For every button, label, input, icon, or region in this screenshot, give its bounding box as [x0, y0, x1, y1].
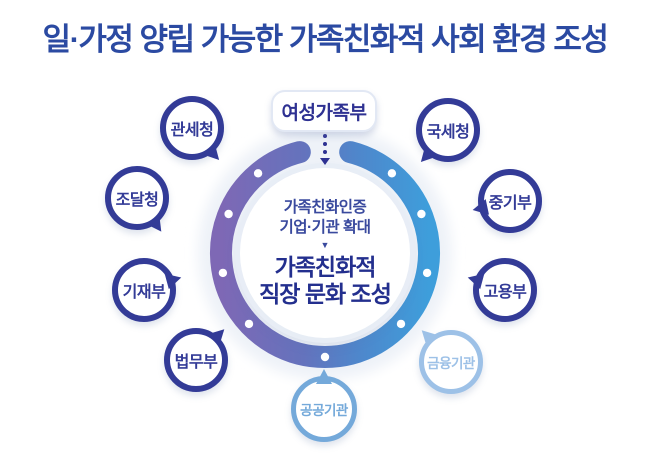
bubble-tail-icon [471, 199, 489, 218]
bubble-gijaebu: 기재부 [112, 258, 184, 322]
arrow-head-icon [320, 158, 330, 165]
bubble-label: 기재부 [122, 284, 166, 301]
bubble-beommubu: 법무부 [164, 323, 230, 392]
bubble-tail-icon [316, 369, 332, 384]
ministry-box: 여성가족부 [271, 90, 377, 132]
bubble-label: 법무부 [174, 354, 218, 371]
arrow-dot [323, 134, 327, 138]
bubble-junggibu: 중기부 [471, 169, 542, 233]
center-circle: 가족친화인증 기업·기관 확대 ▼ 가족친화적 직장 문화 조성 [240, 168, 410, 338]
bubble-label: 국세청 [426, 124, 470, 141]
bubble-guksecheong: 국세청 [415, 98, 480, 168]
bubble-jodalcheong: 조달청 [105, 166, 169, 237]
bubble-gonggong-gigwan: 공공기관 [291, 369, 357, 442]
center-down-arrow-icon: ▼ [320, 240, 330, 251]
bubble-label: 고용부 [483, 284, 527, 301]
ministry-box-label: 여성가족부 [281, 102, 367, 124]
bubble-tail-icon [465, 269, 485, 290]
bubble-gwansecheong: 관세청 [160, 96, 225, 166]
center-goal-line-1: 가족친화적 [274, 254, 377, 281]
center-cert-line-2: 기업·기관 확대 [279, 218, 371, 236]
arrow-dot [323, 142, 327, 146]
ring-white-dots [218, 169, 432, 362]
bubble-goyongbu: 고용부 [465, 258, 537, 322]
bubble-label: 금융기관 [427, 356, 475, 371]
bubble-label: 공공기관 [300, 403, 348, 418]
bubble-label: 관세청 [170, 122, 214, 139]
bubble-geumyung-gigwan: 금융기관 [416, 324, 483, 394]
arrow-dot [323, 150, 327, 154]
center-cert-line-1: 가족친화인증 [283, 198, 367, 216]
bubble-label: 중기부 [488, 195, 532, 212]
bubble-label: 조달청 [115, 192, 159, 209]
dotted-down-arrow-icon [319, 134, 331, 165]
center-goal-line-2: 직장 문화 조성 [259, 281, 392, 308]
page-title: 일·가정 양립 가능한 가족친화적 사회 환경 조성 [42, 22, 609, 57]
